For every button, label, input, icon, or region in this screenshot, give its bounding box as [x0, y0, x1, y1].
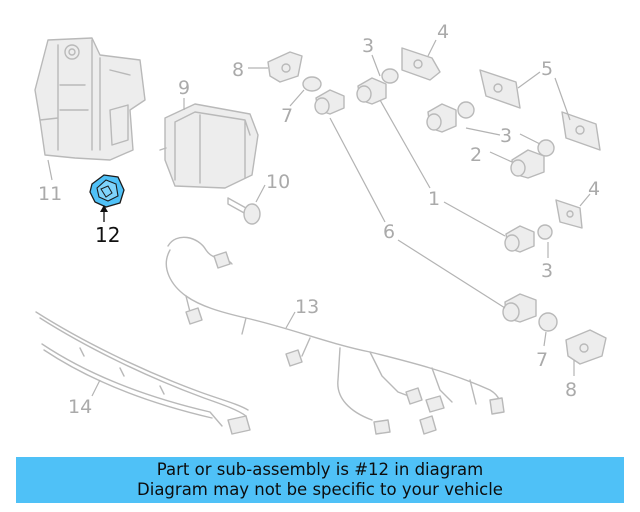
mount-part-4-top [401, 47, 441, 81]
sensor-part-6-top [314, 89, 345, 115]
callout-7-bottom: 7 [536, 349, 548, 371]
bolt-part-10 [227, 197, 261, 225]
banner-line-2: Diagram may not be specific to your vehi… [137, 480, 503, 499]
callout-3-top: 3 [362, 35, 374, 57]
module-part-9 [159, 103, 259, 189]
ring-part-7-top [302, 76, 322, 92]
sensor-part-2 [510, 149, 545, 179]
sensor-part-1-top [426, 103, 457, 133]
sensor-part-1-bottom [504, 225, 535, 253]
callout-8-top: 8 [232, 59, 244, 81]
callout-6: 6 [383, 221, 395, 243]
sensor-part-3-top [356, 77, 387, 105]
callout-13: 13 [295, 296, 319, 318]
mount-part-5-right [561, 111, 601, 151]
sensor-part-6-bottom [502, 293, 537, 323]
callout-8-bottom: 8 [565, 379, 577, 401]
callout-4-right: 4 [588, 178, 600, 200]
wiring-harness-part-13 [165, 236, 505, 435]
ring-part-3-bottom [537, 224, 553, 240]
ring-part-3-right [537, 139, 555, 157]
banner-line-1: Part or sub-assembly is #12 in diagram [156, 460, 484, 479]
callout-7-top: 7 [281, 105, 293, 127]
callout-11: 11 [38, 183, 62, 205]
callout-3-mid: 3 [500, 125, 512, 147]
mount-part-4-right [555, 199, 583, 229]
callout-3-bottom: 3 [541, 260, 553, 282]
mount-bracket-part-8-bottom [565, 329, 607, 365]
bracket-part-11 [34, 37, 146, 161]
trim-strip-part-14 [35, 311, 251, 435]
callout-5: 5 [541, 58, 553, 80]
ring-part-3-top [381, 68, 399, 84]
clip-nut-part-12 [89, 174, 125, 208]
ring-part-3-mid [457, 101, 475, 119]
callout-1: 1 [428, 188, 440, 210]
callout-10: 10 [266, 171, 290, 193]
mount-part-5-left [479, 69, 521, 109]
ring-part-7-bottom [538, 312, 558, 332]
mount-bracket-part-8-top [267, 51, 303, 83]
callout-14: 14 [68, 396, 92, 418]
info-banner: Part or sub-assembly is #12 in diagram D… [16, 457, 624, 503]
callout-12: 12 [95, 223, 120, 247]
callout-4-top: 4 [437, 21, 449, 43]
callout-9: 9 [178, 77, 190, 99]
callout-2: 2 [470, 144, 482, 166]
